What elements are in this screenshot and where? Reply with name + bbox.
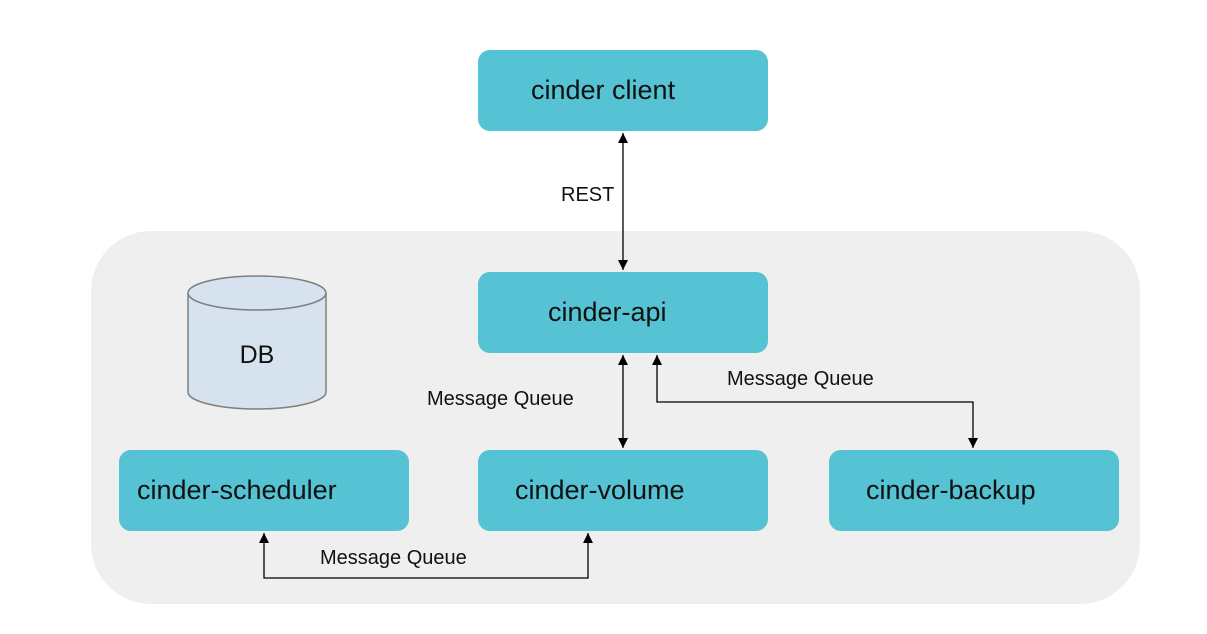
cinder-backup-node: cinder-backup — [829, 450, 1119, 531]
cinder-api-node: cinder-api — [478, 272, 768, 353]
cinder-client-node: cinder client — [478, 50, 768, 131]
cinder-backup-label: cinder-backup — [866, 475, 1036, 505]
api-backup-edge-label: Message Queue — [727, 368, 874, 390]
db-label: DB — [239, 341, 275, 369]
rest-edge-label: REST — [561, 184, 615, 206]
cinder-scheduler-label: cinder-scheduler — [137, 475, 337, 505]
scheduler-volume-edge-label: Message Queue — [320, 547, 467, 569]
cinder-volume-label: cinder-volume — [515, 475, 685, 505]
cinder-api-label: cinder-api — [548, 297, 667, 327]
api-backup-connector — [652, 355, 978, 448]
db-cylinder-icon — [187, 275, 327, 410]
scheduler-volume-connector — [259, 533, 593, 579]
cinder-scheduler-node: cinder-scheduler — [119, 450, 409, 531]
cinder-client-label: cinder client — [531, 75, 676, 105]
api-volume-edge-label: Message Queue — [427, 388, 574, 410]
cinder-volume-node: cinder-volume — [478, 450, 768, 531]
